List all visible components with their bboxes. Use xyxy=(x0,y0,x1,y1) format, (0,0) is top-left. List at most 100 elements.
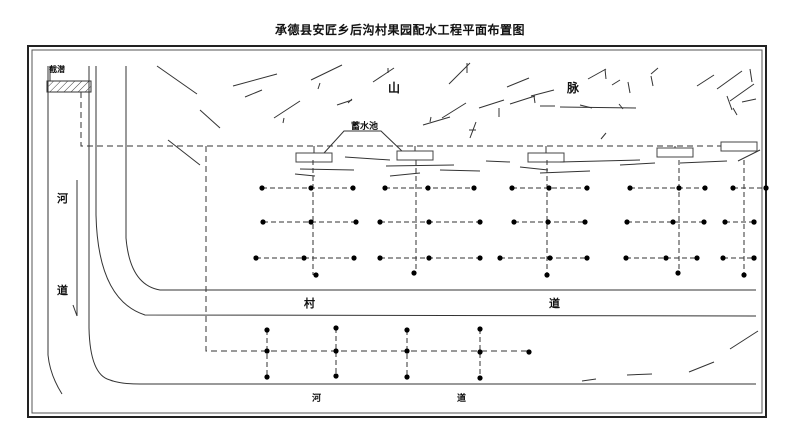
reservoirs xyxy=(295,141,758,163)
sprinkler-point xyxy=(353,219,359,225)
slope-mark xyxy=(485,160,511,163)
sprinkler-point xyxy=(702,185,708,191)
sprinkler-point xyxy=(526,349,532,355)
sprinkler-point xyxy=(377,255,383,261)
sprinkler-point xyxy=(351,255,357,261)
hachure-line xyxy=(509,95,536,105)
slope-mark xyxy=(559,159,641,163)
hachure-line xyxy=(559,106,637,109)
sprinkler-point xyxy=(545,219,551,225)
branch-pipes xyxy=(253,160,769,381)
slope-mark xyxy=(737,149,761,162)
river-label-left-2: 道 xyxy=(57,283,68,297)
sprinkler-point xyxy=(308,219,314,225)
sprinkler-point xyxy=(720,255,726,261)
sprinkler-point xyxy=(751,219,757,225)
drawing-title: 承德县安匠乡后沟村果园配水工程平面布置图 xyxy=(274,23,525,37)
hachure-line xyxy=(167,139,201,166)
hachure-line xyxy=(749,68,753,83)
sprinkler-point xyxy=(264,374,270,380)
hachure-line xyxy=(650,67,659,75)
sprinkler-point xyxy=(701,219,707,225)
reservoir-tank xyxy=(720,141,758,152)
hachure-line xyxy=(729,83,755,102)
slope-mark xyxy=(389,172,421,177)
sprinkler-point xyxy=(582,219,588,225)
slope-mark xyxy=(679,160,728,164)
sprinkler-point xyxy=(259,185,265,191)
hachure-line xyxy=(317,82,321,90)
river xyxy=(47,66,757,395)
village-road-label-2: 道 xyxy=(549,296,560,310)
sprinkler-point xyxy=(477,255,483,261)
slope-mark xyxy=(519,166,549,171)
sprinkler-point xyxy=(404,374,410,380)
hachure-line xyxy=(273,100,301,119)
hachure-line xyxy=(156,65,198,95)
sprinkler-point xyxy=(477,219,483,225)
hachure-line xyxy=(506,77,530,88)
hachure-line xyxy=(422,116,451,126)
sprinkler-point xyxy=(584,255,590,261)
hachure-line xyxy=(232,73,278,87)
sprinkler-point xyxy=(546,185,552,191)
mountain-hachures xyxy=(156,62,757,166)
reservoir-tank xyxy=(527,152,565,163)
sprinkler-point xyxy=(477,375,483,381)
hachure-line xyxy=(533,95,536,104)
sprinkler-point xyxy=(741,272,747,278)
reservoir-label: 蓄水池 xyxy=(351,120,378,132)
sprinkler-point xyxy=(675,270,681,276)
hachure-line xyxy=(696,74,715,87)
sprinkler-point xyxy=(694,255,700,261)
sprinkler-point xyxy=(511,219,517,225)
sprinkler-point xyxy=(497,255,503,261)
reservoir-tank xyxy=(295,152,333,163)
sprinkler-point xyxy=(730,185,736,191)
village-road-label-1: 村 xyxy=(304,296,315,310)
sprinkler-point xyxy=(477,349,483,355)
sprinkler-point xyxy=(584,185,590,191)
slope-mark xyxy=(539,170,591,174)
sprinkler-point xyxy=(477,326,483,332)
slope-mark xyxy=(581,378,597,382)
sprinkler-point xyxy=(663,255,669,261)
slope-mark xyxy=(294,173,316,177)
slope-mark xyxy=(626,373,653,376)
dam-structure xyxy=(46,80,92,93)
sprinkler-point xyxy=(509,185,515,191)
sprinkler-point xyxy=(333,325,339,331)
hachure-line xyxy=(716,70,743,90)
sprinkler-point xyxy=(763,185,769,191)
sprinkler-point xyxy=(676,185,682,191)
hachure-line xyxy=(282,117,285,124)
sprinkler-point xyxy=(260,219,266,225)
hachure-line xyxy=(604,68,607,80)
slope-mark xyxy=(688,361,715,373)
hachure-line xyxy=(429,116,432,123)
slope-mark xyxy=(439,169,481,172)
sprinkler-point xyxy=(333,348,339,354)
reservoir-tank xyxy=(656,147,694,158)
river-label-left-1: 河 xyxy=(57,191,68,205)
sprinkler-point xyxy=(333,373,339,379)
sprinkler-point xyxy=(722,219,728,225)
hachure-line xyxy=(244,89,263,98)
slope-marks xyxy=(294,149,761,382)
hachure-line xyxy=(627,81,631,94)
hachure-line xyxy=(600,132,607,140)
sprinkler-point xyxy=(404,327,410,333)
river-label-bottom-1: 河 xyxy=(312,392,321,404)
reservoir-leader xyxy=(323,130,405,154)
sprinkler-point xyxy=(377,219,383,225)
hachure-line xyxy=(310,64,343,81)
hachure-line xyxy=(441,102,467,119)
flow-arrow-icon xyxy=(72,180,78,317)
sprinkler-point xyxy=(382,185,388,191)
hachure-line xyxy=(726,95,733,111)
reservoir-tank xyxy=(396,150,434,161)
main-pipeline xyxy=(80,92,722,352)
hachure-line xyxy=(579,104,593,109)
sprinkler-point xyxy=(404,348,410,354)
